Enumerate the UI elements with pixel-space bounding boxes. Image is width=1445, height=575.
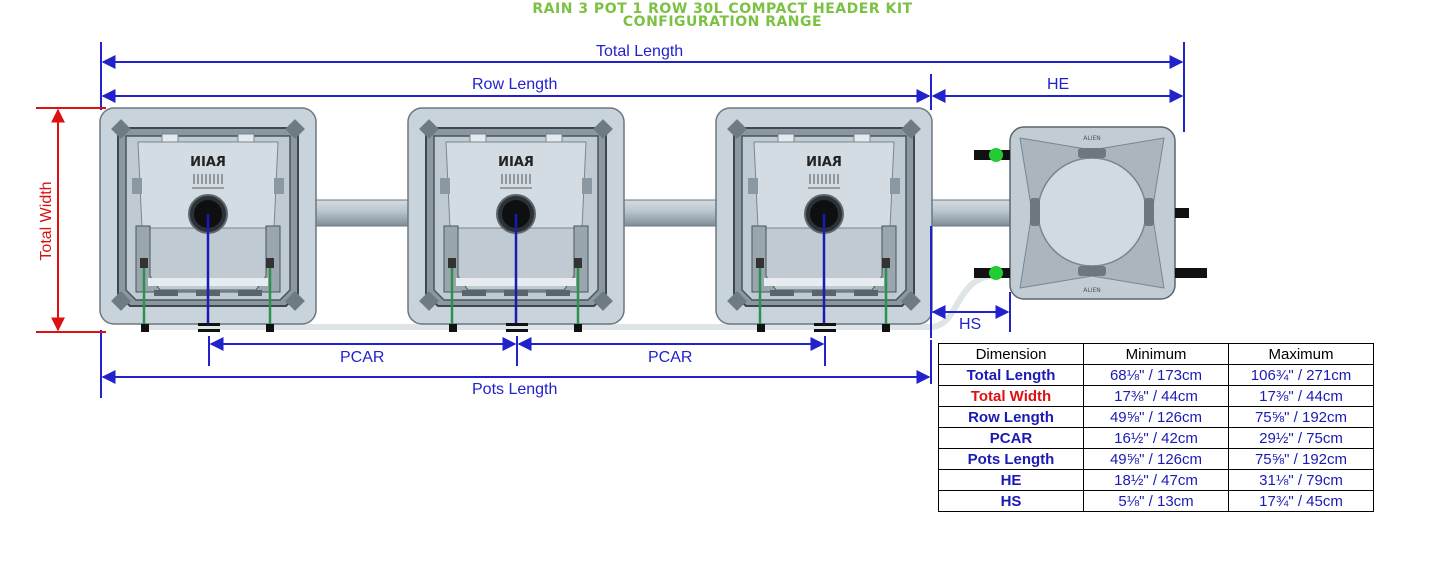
row-dimension: HE (938, 469, 1084, 491)
he-label: HE (1047, 76, 1070, 93)
table-row: Total Width 17⅜" / 44cm 17⅜" / 44cm (938, 385, 1374, 407)
row-minimum: 16½" / 42cm (1083, 427, 1229, 449)
row-maximum: 75⅝" / 192cm (1228, 448, 1374, 470)
table-header-dimension: Dimension (938, 343, 1084, 365)
pot-fittings (141, 323, 890, 332)
total-length-label: Total Length (596, 43, 684, 60)
row-dimension: Total Width (938, 385, 1084, 407)
pot-3 (714, 106, 934, 328)
row-dimension: PCAR (938, 427, 1084, 449)
row-dimension: Pots Length (938, 448, 1084, 470)
row-minimum: 68⅛" / 173cm (1083, 364, 1229, 386)
connector-pipe (315, 199, 411, 227)
table-header-minimum: Minimum (1083, 343, 1229, 365)
header-logo-bottom: ALIEN (1083, 287, 1101, 294)
row-minimum: 18½" / 47cm (1083, 469, 1229, 491)
row-dimension: Total Length (938, 364, 1084, 386)
row-maximum: 29½" / 75cm (1228, 427, 1374, 449)
table-row: HS 5⅛" / 13cm 17¾" / 45cm (938, 490, 1374, 512)
table-header-row: Dimension Minimum Maximum (938, 343, 1374, 365)
row-minimum: 49⅝" / 126cm (1083, 448, 1229, 470)
row-maximum: 106¾" / 271cm (1228, 364, 1374, 386)
total-width-label: Total Width (38, 181, 55, 261)
dimension-lines (100, 42, 1185, 398)
row-maximum: 17⅜" / 44cm (1228, 385, 1374, 407)
table-header-maximum: Maximum (1228, 343, 1374, 365)
row-length-label: Row Length (472, 76, 558, 93)
row-minimum: 49⅝" / 126cm (1083, 406, 1229, 428)
feed-line (146, 324, 930, 330)
pot-1 (98, 106, 318, 328)
table-row: Row Length 49⅝" / 126cm 75⅝" / 192cm (938, 406, 1374, 428)
hs-label: HS (959, 316, 982, 333)
pot-2 (406, 106, 626, 328)
header-tank: ALIEN ALIEN (974, 126, 1207, 300)
connector-pipe (623, 199, 719, 227)
table-row: Total Length 68⅛" / 173cm 106¾" / 271cm (938, 364, 1374, 386)
pcar-label-2: PCAR (648, 349, 693, 366)
pots-length-label: Pots Length (472, 381, 558, 398)
dimension-table: Dimension Minimum Maximum Total Length 6… (938, 343, 1374, 512)
table-row: Pots Length 49⅝" / 126cm 75⅝" / 192cm (938, 448, 1374, 470)
diagram-title-line-2: CONFIGURATION RANGE (622, 14, 823, 30)
row-minimum: 5⅛" / 13cm (1083, 490, 1229, 512)
header-logo-top: ALIEN (1083, 135, 1101, 142)
row-dimension: HS (938, 490, 1084, 512)
table-row: HE 18½" / 47cm 31⅛" / 79cm (938, 469, 1374, 491)
table-row: PCAR 16½" / 42cm 29½" / 75cm (938, 427, 1374, 449)
row-maximum: 75⅝" / 192cm (1228, 406, 1374, 428)
row-dimension: Row Length (938, 406, 1084, 428)
row-minimum: 17⅜" / 44cm (1083, 385, 1229, 407)
row-maximum: 31⅛" / 79cm (1228, 469, 1374, 491)
total-width-dimension (36, 107, 106, 333)
row-maximum: 17¾" / 45cm (1228, 490, 1374, 512)
connector-pipe (931, 199, 1015, 227)
pcar-label-1: PCAR (340, 349, 385, 366)
diagram-title-line-1: RAIN 3 POT 1 ROW 30L COMPACT HEADER KIT (532, 1, 913, 17)
